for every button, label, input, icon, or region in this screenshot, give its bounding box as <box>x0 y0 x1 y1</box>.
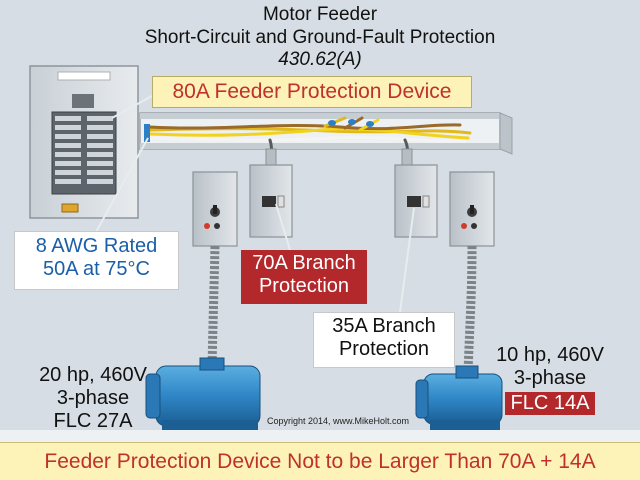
motor-left-nameplate: 20 hp, 460V 3-phase FLC 27A <box>18 364 168 433</box>
conductor-size-text: 8 AWG Rated <box>35 235 158 257</box>
disconnect-35a <box>394 164 438 238</box>
copyright-text: Copyright 2014, www.MikeHolt.com <box>266 416 410 426</box>
footer-rule-banner: Feeder Protection Device Not to be Large… <box>0 442 640 480</box>
motor-right-nameplate: 10 hp, 460V 3-phase FLC 14A <box>470 344 630 415</box>
conductor-rating-callout: 8 AWG Rated 50A at 75°C <box>14 231 179 290</box>
feeder-protection-callout: 80A Feeder Protection Device <box>152 76 472 108</box>
branch-70a-callout: 70A Branch Protection <box>241 250 367 304</box>
motor-right-flc: FLC 14A <box>504 392 596 415</box>
feeder-conductors <box>148 116 472 168</box>
motor-left-flc: FLC 27A <box>53 410 133 432</box>
branch-70a-line1: 70A Branch <box>252 252 356 274</box>
controller-right <box>449 171 495 247</box>
motor-left-rating: 20 hp, 460V <box>39 364 147 386</box>
title-line-1: Motor Feeder <box>262 4 378 25</box>
title-line-2: Short-Circuit and Ground-Fault Protectio… <box>144 27 496 48</box>
motor-right <box>415 365 503 430</box>
branch-35a-line1: 35A Branch <box>332 315 436 337</box>
controller-left <box>192 171 238 247</box>
wireway <box>139 112 513 155</box>
motor-right-phase: 3-phase <box>513 367 587 389</box>
conduit-nipple-35a <box>401 148 413 167</box>
motor-left <box>145 357 261 430</box>
conductor-entry <box>144 124 150 142</box>
panelboard <box>29 65 139 219</box>
motor-right-rating: 10 hp, 460V <box>496 344 604 366</box>
disconnect-70a <box>249 164 293 238</box>
branch-35a-callout: 35A Branch Protection <box>313 312 455 368</box>
conductor-ampacity-text: 50A at 75°C <box>43 258 150 280</box>
branch-35a-line2: Protection <box>338 338 430 360</box>
conduit-nipple-70a <box>265 148 277 166</box>
flex-conduit-right <box>463 245 477 373</box>
code-reference: 430.62(A) <box>278 49 362 70</box>
flex-conduit-left <box>207 245 220 369</box>
wire-nuts <box>328 119 374 127</box>
floor <box>0 430 640 442</box>
branch-70a-line2: Protection <box>258 275 350 297</box>
callout-leaders <box>95 95 415 313</box>
motor-left-phase: 3-phase <box>56 387 130 409</box>
